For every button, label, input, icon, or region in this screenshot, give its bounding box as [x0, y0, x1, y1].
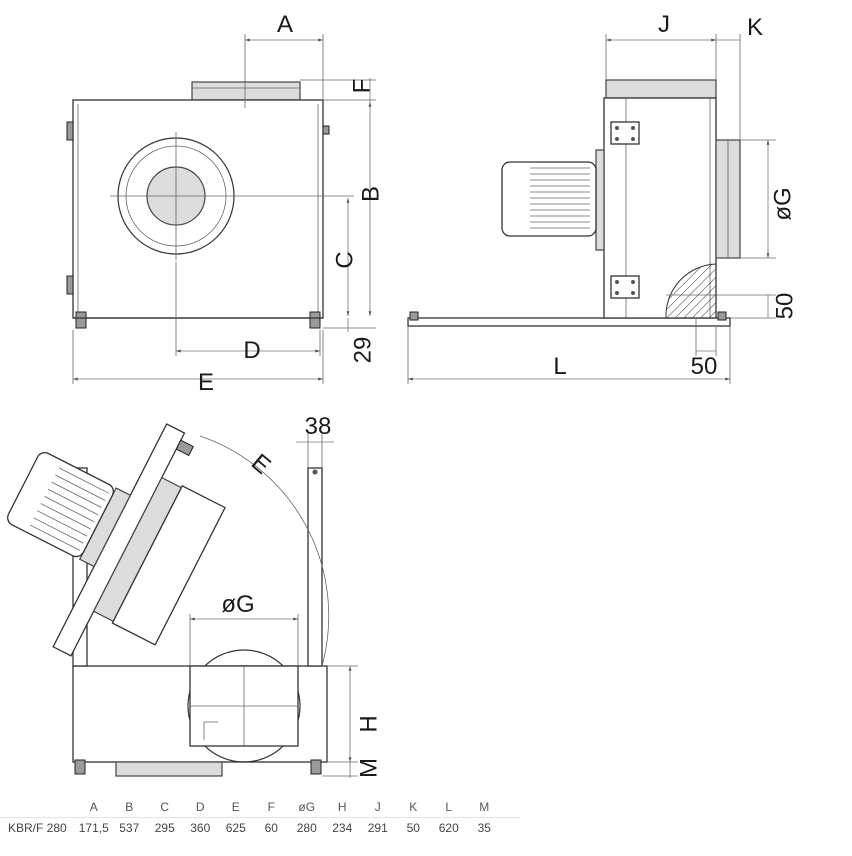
- front-foot-right: [309, 311, 321, 329]
- open-inlet-circle: [187, 649, 301, 763]
- spec-table-header-cell: D: [195, 800, 205, 814]
- open-bottom-collar: [115, 761, 223, 777]
- spec-table-cell: 537: [119, 821, 140, 835]
- side-mount-plate-bottom: [610, 275, 640, 299]
- side-dim-k: K: [747, 14, 763, 41]
- open-swing-arc: [199, 435, 330, 667]
- spec-table-header-cell: H: [337, 800, 347, 814]
- front-dim-29: 29: [349, 337, 376, 364]
- spec-table-header-cell: J: [374, 800, 381, 814]
- side-outlet-collar: [605, 79, 717, 99]
- spec-table-header-cell: L: [445, 800, 453, 814]
- side-view: J K øG 50 L 50: [407, 11, 798, 384]
- spec-table-header-cell: øG: [298, 800, 316, 814]
- open-dim-m: M: [355, 758, 382, 778]
- front-dim-e: E: [198, 369, 214, 396]
- side-base-plate: [407, 317, 731, 327]
- front-dim-b: B: [357, 186, 384, 202]
- front-dim-a: A: [277, 11, 293, 38]
- spec-table-cell: 295: [154, 821, 175, 835]
- side-dim-l: L: [553, 353, 566, 380]
- spec-table-header-cell: M: [479, 800, 490, 814]
- front-latch: [322, 125, 330, 135]
- front-dim-c: C: [331, 251, 358, 268]
- spec-table-header-cell: A: [89, 800, 98, 814]
- spec-table-model: KBR/F 280: [8, 821, 67, 835]
- open-dim-g: øG: [221, 591, 254, 618]
- spec-table-header-cell: F: [267, 800, 275, 814]
- open-dim-h: H: [355, 715, 382, 732]
- spec-table-cell: 625: [225, 821, 246, 835]
- spec-table: A B C D E F øG H J K L M KBR/F 280 171,5…: [0, 797, 520, 838]
- open-right-post: [307, 467, 323, 667]
- open-dim-e: E: [246, 449, 276, 480]
- side-dim-g: øG: [769, 187, 796, 220]
- spec-table-cell: 171,5: [78, 821, 109, 835]
- front-outlet-collar: [191, 81, 301, 101]
- spec-table-header-cell: K: [409, 800, 418, 814]
- spec-table-header-row: A B C D E F øG H J K L M: [0, 797, 520, 817]
- side-dim-50-horizontal: 50: [691, 353, 718, 380]
- side-motor-flange: [595, 149, 605, 251]
- open-view: E øG 38 H M: [7, 413, 382, 778]
- spec-table-cell: 620: [438, 821, 459, 835]
- spec-table-cell: 234: [332, 821, 353, 835]
- front-foot-left: [75, 311, 87, 329]
- spec-table-header-cell: C: [160, 800, 170, 814]
- spec-table-header-cell: E: [231, 800, 240, 814]
- side-motor: [501, 161, 597, 237]
- front-dim-d: D: [243, 337, 260, 364]
- front-hinge-bottom: [66, 275, 74, 295]
- side-dim-j: J: [658, 11, 670, 38]
- spec-table-cell: 291: [367, 821, 388, 835]
- open-dim-38: 38: [305, 413, 332, 440]
- side-dim-50-vertical: 50: [771, 293, 798, 320]
- spec-table-cell: 360: [190, 821, 211, 835]
- spec-table-cell: 35: [477, 821, 491, 835]
- spec-table-cell: 50: [406, 821, 420, 835]
- front-hinge-top: [66, 121, 74, 141]
- spec-table-row: KBR/F 280 171,5 537 295 360 625 60 280 2…: [0, 817, 520, 838]
- spec-table-cell: 60: [264, 821, 278, 835]
- front-dim-f: F: [348, 79, 375, 94]
- open-impeller: [111, 484, 226, 646]
- side-hatched-section: [665, 263, 717, 319]
- spec-table-header-cell: B: [125, 800, 134, 814]
- side-mount-plate-top: [610, 121, 640, 145]
- spec-table-cell: 280: [296, 821, 317, 835]
- front-view: A F B C 29 D E: [66, 11, 384, 396]
